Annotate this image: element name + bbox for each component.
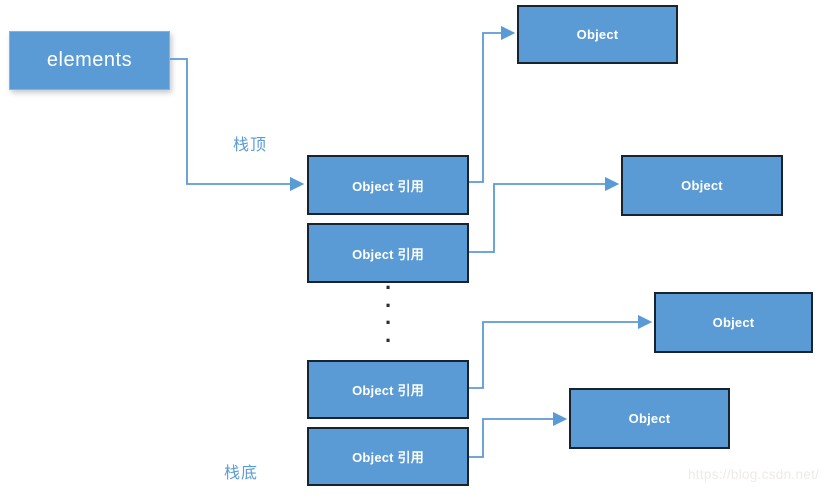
node-object-4: Object [569, 388, 730, 449]
node-object-ref-label: Object 引用 [352, 246, 424, 262]
node-object-ref-label: Object 引用 [352, 450, 424, 465]
label-stack-bottom: 栈底 [224, 465, 259, 482]
node-object-label: Object [628, 411, 671, 426]
watermark-text: https://blog.csdn.net/ [688, 467, 820, 482]
node-elements-label: elements [46, 49, 133, 71]
label-stack-top: 栈顶 [233, 137, 268, 154]
node-object-ref-4: Object 引用 [307, 427, 469, 486]
ellipsis-dot: . [384, 321, 392, 347]
node-object-label: Object [576, 27, 619, 42]
node-object-ref-3: Object 引用 [307, 360, 469, 419]
node-object-3: Object [654, 292, 813, 353]
connector-ref1-to-object1 [469, 25, 516, 183]
node-object-label: Object [712, 315, 755, 330]
ellipsis-dot: . [384, 304, 392, 329]
node-object-ref-2: Object 引用 [307, 223, 469, 283]
connector-ref3-to-object3 [469, 314, 653, 389]
connector-ref4-to-object4 [469, 411, 568, 458]
ellipsis-dots: . . . . [380, 269, 396, 351]
node-object-2: Object [621, 155, 783, 216]
ellipsis-dot: . [384, 286, 392, 312]
node-object-ref-1: Object 引用 [307, 155, 469, 215]
node-object-ref-label: Object 引用 [352, 383, 424, 398]
node-object-ref-label: Object 引用 [352, 178, 424, 194]
connector-ref2-to-object2 [469, 176, 620, 253]
ellipsis-dot: . [384, 269, 392, 294]
connector-elements-to-ref1 [170, 58, 305, 192]
node-elements: elements [9, 31, 170, 90]
node-object-1: Object [517, 5, 678, 64]
node-object-label: Object [681, 178, 723, 193]
